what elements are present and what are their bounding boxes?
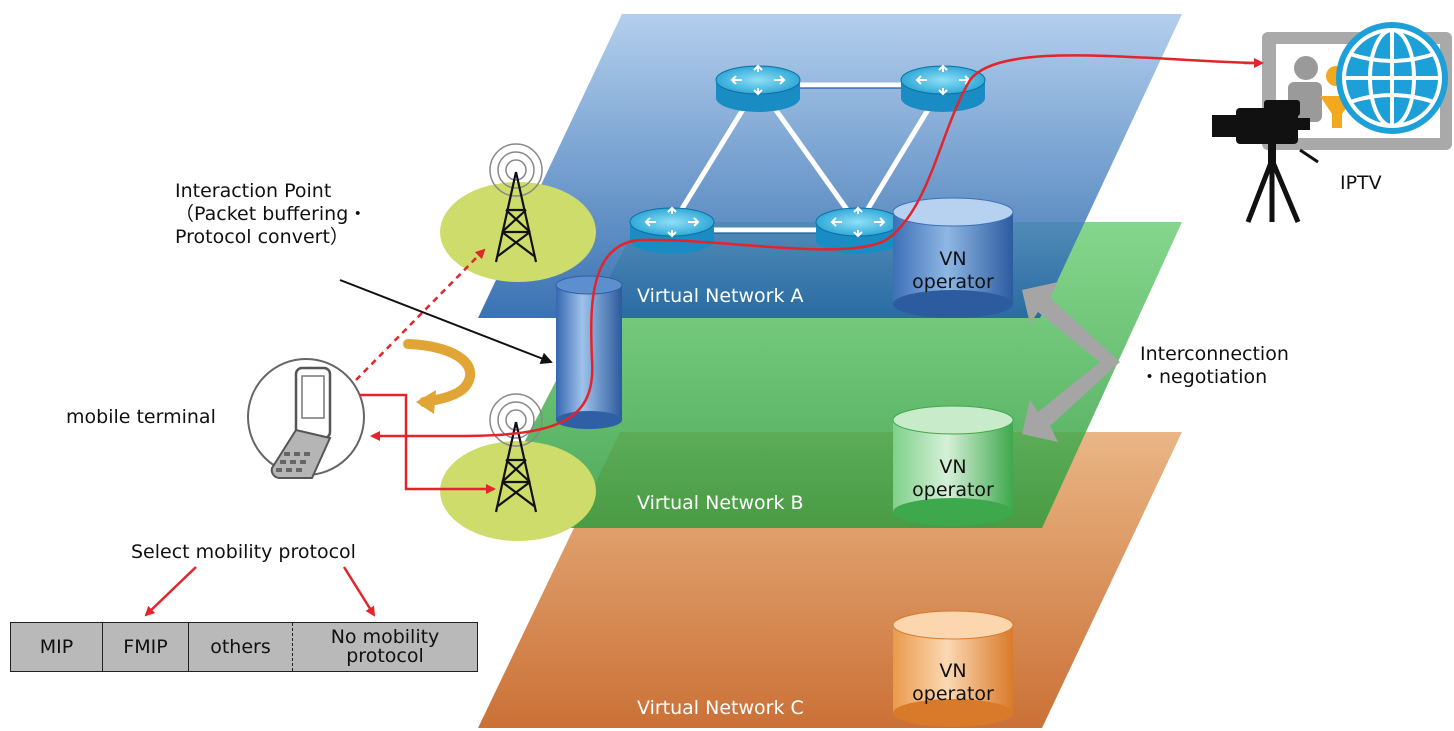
- vn-operator-c-line2: operator: [912, 682, 994, 705]
- select-mobility-label: Select mobility protocol: [131, 541, 356, 563]
- router-icon-1: [715, 64, 801, 112]
- router-icon-4: [815, 206, 901, 254]
- router-icon-3: [629, 206, 715, 254]
- virtual-network-a-label: Virtual Network A: [637, 285, 804, 307]
- protocol-fmip: FMIP: [103, 623, 189, 671]
- vn-operator-c-line1: VN: [939, 660, 967, 682]
- interaction-point-leader: [339, 279, 553, 364]
- interconnection-label: Interconnection ・negotiation: [1140, 343, 1289, 389]
- mobile-terminal-icon: [247, 358, 365, 479]
- video-camera-icon: [1212, 100, 1319, 223]
- interconnection-line2: ・negotiation: [1140, 365, 1268, 388]
- handover-arrow: [403, 339, 476, 414]
- interaction-point-line2: （Packet buffering・: [175, 202, 368, 225]
- dotted-link-to-antenna-top: [355, 248, 486, 381]
- interconnection-arrow: [1022, 282, 1120, 442]
- link-to-antenna-bottom: [360, 393, 496, 494]
- vn-operator-a-label: VN operator: [893, 248, 1013, 294]
- protocol-none-line2: protocol: [346, 645, 424, 667]
- protocol-others: others: [189, 623, 293, 671]
- vn-operator-b-line2: operator: [912, 478, 994, 501]
- virtual-network-b-label: Virtual Network B: [637, 492, 804, 514]
- iptv-label: IPTV: [1340, 172, 1382, 194]
- vn-operator-cylinder-c: [892, 610, 1014, 727]
- protocol-none-line1: No mobility: [330, 626, 440, 648]
- mobile-terminal-label: mobile terminal: [66, 406, 216, 428]
- vn-operator-cylinder-a: [892, 197, 1014, 318]
- vn-operator-a-line2: operator: [912, 270, 994, 293]
- antenna-tower-icon-bottom: [489, 393, 543, 513]
- globe-icon: [1336, 22, 1448, 134]
- select-arrow-left: [144, 566, 197, 617]
- protocol-mip: MIP: [11, 623, 103, 671]
- interaction-point-line3: Protocol convert）: [175, 225, 349, 248]
- interaction-point-line1: Interaction Point: [175, 180, 332, 202]
- vn-operator-a-line1: VN: [939, 248, 967, 270]
- antenna-tower-icon-top: [489, 143, 543, 263]
- interaction-point-label: Interaction Point （Packet buffering・ Pro…: [175, 180, 367, 248]
- vn-operator-cylinder-b: [892, 405, 1014, 526]
- router-icon-2: [900, 64, 986, 112]
- vn-operator-b-label: VN operator: [893, 456, 1013, 502]
- mobility-protocol-bar: MIP FMIP others No mobility protocol: [10, 622, 478, 672]
- vn-operator-b-line1: VN: [939, 456, 967, 478]
- protocol-none: No mobility protocol: [293, 623, 477, 671]
- virtual-network-c-label: Virtual Network C: [637, 697, 804, 719]
- data-flow-path: [370, 54, 1255, 441]
- interconnection-line1: Interconnection: [1140, 343, 1289, 365]
- vn-operator-c-label: VN operator: [893, 660, 1013, 706]
- interaction-point-cylinder: [555, 275, 623, 429]
- select-arrow-right: [342, 566, 376, 617]
